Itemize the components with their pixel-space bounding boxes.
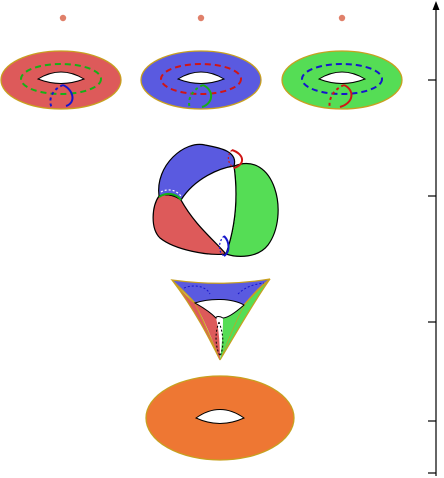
green-seam-curve-hidden (160, 189, 182, 197)
longitude-curve (201, 84, 213, 108)
red-band-inner (195, 303, 220, 360)
red-torus (0, 50, 122, 110)
longitude-curve-hidden (328, 84, 345, 109)
vertical-axis (428, 1, 440, 476)
red-seam-curve (231, 149, 243, 169)
longitude-curve (62, 84, 74, 107)
axis-arrowhead (432, 1, 440, 10)
torus-hole (36, 71, 86, 84)
red-seam-curve-hidden (227, 149, 235, 169)
orange-torus (145, 375, 295, 461)
surface-hole (180, 165, 237, 256)
blue-seam-curve (223, 235, 230, 257)
green-seam-curve (158, 192, 182, 201)
torus-hole (195, 409, 245, 424)
red-band (171, 279, 221, 361)
meridian-dashed-curve (20, 63, 102, 95)
green-band-inner (220, 305, 244, 360)
blue-torus (140, 50, 262, 110)
longitude-curve (339, 84, 353, 108)
torus-hole (176, 71, 226, 84)
longitude-curve-hidden (188, 84, 204, 109)
meridian-dashed-curve (301, 63, 383, 95)
torus-hole (317, 71, 367, 84)
green-torus (281, 50, 403, 110)
triangle-hole (193, 299, 245, 320)
pinch-dashed-seam (215, 321, 221, 357)
meridian-dashed-curve (160, 63, 242, 95)
blue-seam-curve-hidden (218, 235, 225, 257)
critical-point (338, 14, 346, 22)
critical-point (59, 14, 67, 22)
critical-points-row (59, 14, 346, 22)
pinch-dashed-seam (218, 321, 224, 357)
longitude-curve-hidden (49, 84, 64, 109)
critical-point (197, 14, 205, 22)
glued-surface (152, 143, 279, 257)
pinched-triangle (170, 278, 271, 361)
